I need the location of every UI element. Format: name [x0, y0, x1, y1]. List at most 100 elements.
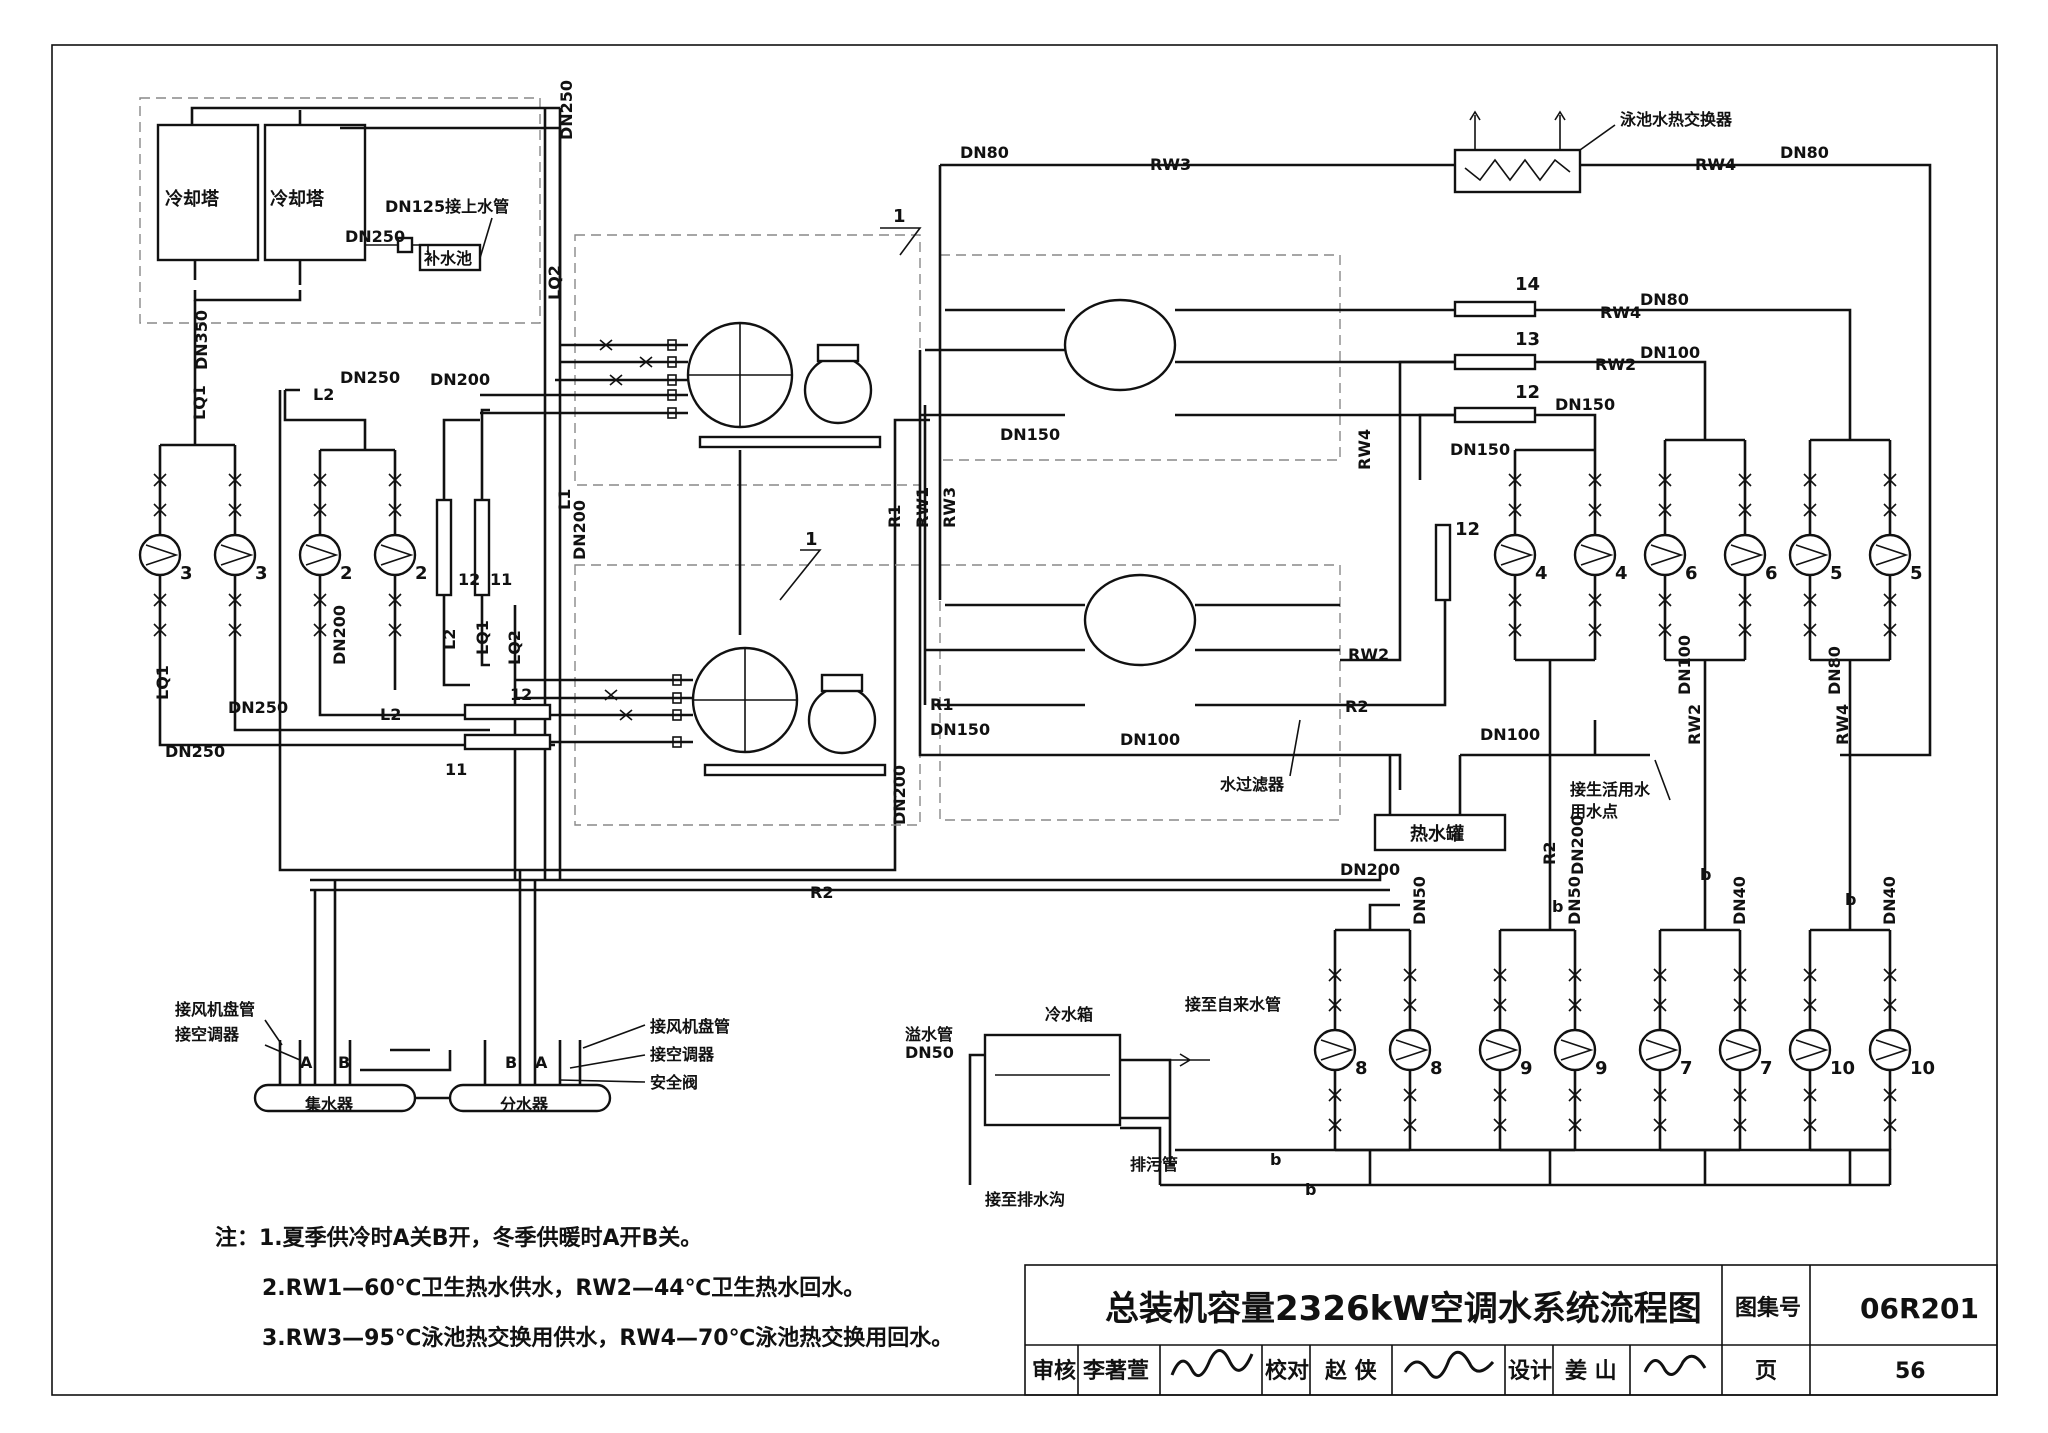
makeup-tank-label: 补水池 — [423, 249, 472, 268]
dn250-a: DN250 — [340, 368, 400, 387]
check-label: 校对 — [1265, 1358, 1309, 1384]
pump-number: 9 — [1595, 1058, 1608, 1079]
tag-1-lower: 1 — [779, 529, 822, 601]
tag-11-bottom: 11 — [445, 760, 467, 779]
dn250-b: DN250 — [228, 698, 288, 717]
valve-icon — [1653, 1118, 1667, 1132]
l2-a: L2 — [313, 385, 334, 404]
manifolds — [253, 870, 612, 1113]
valve-icon — [1328, 1088, 1342, 1102]
b4: b — [1270, 1150, 1281, 1169]
valve-icon — [228, 503, 242, 517]
valve-icon — [1508, 593, 1522, 607]
pump-14: 9 — [1553, 1028, 1608, 1079]
hx-enclosure-2 — [939, 564, 1341, 821]
valve-icon — [1883, 503, 1897, 517]
designer-name: 姜 山 — [1565, 1358, 1617, 1384]
cooling-tower-1 — [156, 123, 260, 262]
hx-12-bottom — [463, 703, 552, 721]
l2-c: L2 — [380, 705, 401, 724]
hx-12-right — [1453, 406, 1537, 424]
pump-2: 3 — [213, 533, 268, 584]
valve-icon — [1328, 998, 1342, 1012]
lq1-a: LQ1 — [190, 385, 209, 420]
dn250-top: DN250 — [557, 80, 576, 140]
valve-icon — [1803, 1118, 1817, 1132]
valve-icon — [1588, 473, 1602, 487]
valve-icon — [153, 503, 167, 517]
pump-number: 7 — [1760, 1058, 1773, 1079]
pump-9: 5 — [1788, 533, 1843, 584]
hx-11-bottom — [463, 733, 552, 751]
pump-number: 3 — [255, 563, 268, 584]
water-heater-upper — [920, 298, 1455, 417]
valve-icon — [1883, 1088, 1897, 1102]
pump-number: 4 — [1535, 563, 1548, 584]
pump-10: 5 — [1868, 533, 1923, 584]
valve-icon — [1733, 1118, 1747, 1132]
pump-12: 8 — [1388, 1028, 1443, 1079]
drawing-title: 总装机容量2326kW空调水系统流程图 — [1105, 1289, 1702, 1329]
valve-icon — [1658, 593, 1672, 607]
hx-14 — [1453, 300, 1537, 318]
pump-number: 6 — [1685, 563, 1698, 584]
pump-13: 9 — [1478, 1028, 1533, 1079]
b1: b — [1552, 897, 1563, 916]
tap-water-label: 接至自来水管 — [1185, 995, 1281, 1014]
pump-number: 8 — [1430, 1058, 1443, 1079]
valve-icon — [1803, 968, 1817, 982]
pump-1: 3 — [138, 533, 193, 584]
valve-icon — [313, 503, 327, 517]
pump-number: 10 — [1830, 1058, 1855, 1079]
dn80-b: DN80 — [1780, 143, 1829, 162]
reviewer-signature — [1170, 1349, 1254, 1378]
pump-17: 10 — [1788, 1028, 1855, 1079]
valve-icon — [153, 473, 167, 487]
dn200-b: DN200 — [330, 605, 349, 665]
valve-icon — [1493, 968, 1507, 982]
dn350: DN350 — [192, 310, 211, 370]
valve-icon — [1508, 473, 1522, 487]
cooling-tower-2 — [263, 123, 367, 262]
rw4-b: RW4 — [1600, 303, 1641, 322]
valve-icon — [1733, 1088, 1747, 1102]
pump-number: 9 — [1520, 1058, 1533, 1079]
valve-icon — [1803, 998, 1817, 1012]
svg-text:1: 1 — [805, 529, 818, 550]
valve-icon — [1733, 998, 1747, 1012]
valve-icon — [1328, 968, 1342, 982]
dn150-b: DN150 — [1000, 425, 1060, 444]
overflow-label: 溢水管 — [905, 1025, 953, 1044]
valve-icon — [1493, 1118, 1507, 1132]
b5: b — [1305, 1180, 1316, 1199]
pump-8: 6 — [1723, 533, 1778, 584]
valve-icon — [228, 623, 242, 637]
valve-icon — [228, 473, 242, 487]
dn40-b: DN40 — [1880, 876, 1899, 925]
valve-markers — [599, 339, 682, 748]
pump-11: 8 — [1313, 1028, 1368, 1079]
rw1-v: RW1 — [913, 487, 932, 528]
valve-icon — [1803, 503, 1817, 517]
valve-icon — [388, 503, 402, 517]
rw3-top: RW3 — [1150, 155, 1191, 174]
dn200-d: DN200 — [890, 765, 909, 825]
domestic-label-2: 用水点 — [1570, 802, 1618, 821]
r1-v: R1 — [885, 505, 904, 528]
hot-water-tank — [1373, 813, 1507, 852]
atlas-label: 图集号 — [1735, 1295, 1801, 1321]
valve-icon — [1803, 593, 1817, 607]
valve-icon — [1653, 998, 1667, 1012]
dn150-d: DN150 — [930, 720, 990, 739]
valve-icon — [1738, 503, 1752, 517]
cooling-tower-area: 冷却塔 冷却塔 补水池 DN125接上水管 DN250 — [139, 97, 560, 324]
valve-icon — [1588, 623, 1602, 637]
domestic-label: 接生活用水 — [1570, 780, 1651, 799]
valve-icon — [313, 593, 327, 607]
valve-icon — [1568, 968, 1582, 982]
pump-number: 2 — [340, 563, 353, 584]
page-number: 56 — [1895, 1359, 1926, 1384]
dn100-c: DN100 — [1480, 725, 1540, 744]
valve-icon — [1403, 998, 1417, 1012]
design-label: 设计 — [1508, 1359, 1552, 1384]
